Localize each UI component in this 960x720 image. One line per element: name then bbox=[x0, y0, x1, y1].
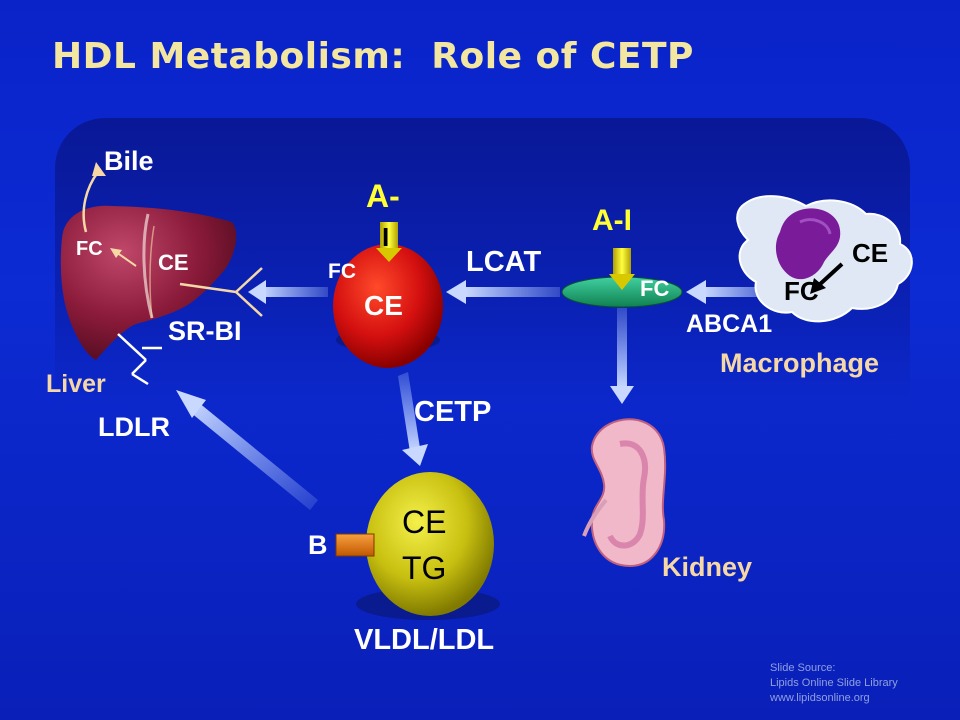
vldl-ldl-label: VLDL/LDL bbox=[354, 624, 495, 656]
hdl-apoai-label-top: A- bbox=[366, 178, 400, 214]
source-line-1: Slide Source: bbox=[770, 662, 836, 674]
ldlr-receptor bbox=[117, 333, 162, 386]
liver-fc-arrow bbox=[115, 251, 137, 267]
arrow-to-kidney bbox=[617, 308, 627, 388]
liver-label: Liver bbox=[46, 370, 106, 398]
bile-label: Bile bbox=[104, 146, 154, 176]
liver-ce-label: CE bbox=[158, 250, 189, 275]
bile-arrow-head bbox=[92, 162, 106, 176]
hdl-particle bbox=[333, 244, 443, 368]
arrow-abca1 bbox=[704, 287, 784, 297]
kidney-organ bbox=[582, 418, 667, 568]
hdl-fc-label: FC bbox=[328, 260, 356, 283]
apob-protein bbox=[335, 533, 375, 557]
source-line-2: Lipids Online Slide Library bbox=[770, 677, 898, 689]
ldl-particle bbox=[366, 472, 494, 616]
apoai-peg-hdl bbox=[376, 222, 402, 262]
kidney-label: Kidney bbox=[662, 552, 753, 582]
liver-fc-label: FC bbox=[76, 238, 103, 260]
apoai-peg-prebeta bbox=[609, 248, 635, 290]
source-line-3: www.lipidsonline.org bbox=[770, 692, 870, 704]
macrophage-fc-label: FC bbox=[784, 276, 819, 306]
macrophage-ce-label: CE bbox=[852, 238, 889, 268]
sr-bi-label: SR-BI bbox=[168, 316, 242, 346]
arrow-ldl-to-ldlr bbox=[190, 402, 318, 510]
liver-organ bbox=[60, 205, 237, 360]
macrophage-label: Macrophage bbox=[720, 348, 880, 378]
lcat-label: LCAT bbox=[466, 246, 542, 278]
macrophage-cell bbox=[736, 195, 913, 323]
sr-bi-receptor bbox=[179, 267, 263, 317]
cetp-label: CETP bbox=[414, 396, 492, 428]
hdl-ce-label: CE bbox=[364, 290, 403, 321]
abca1-label: ABCA1 bbox=[686, 310, 773, 338]
ldlr-label: LDLR bbox=[98, 412, 170, 442]
ldl-ce-label: CE bbox=[402, 504, 447, 540]
prebeta-apoai-label: A-I bbox=[592, 204, 632, 237]
slide-title: HDL Metabolism: Role of CETP bbox=[52, 36, 694, 77]
ldl-tg-label: TG bbox=[402, 550, 447, 586]
hdl-apoai-label-bottom: I bbox=[382, 222, 390, 252]
arrow-cetp bbox=[398, 372, 420, 452]
apob-label: B bbox=[308, 530, 328, 560]
arrow-hdl-to-srbi bbox=[262, 287, 328, 297]
arrow-lcat bbox=[466, 287, 560, 297]
prebeta-fc-label: FC bbox=[640, 276, 670, 301]
bile-arrow bbox=[82, 171, 100, 233]
